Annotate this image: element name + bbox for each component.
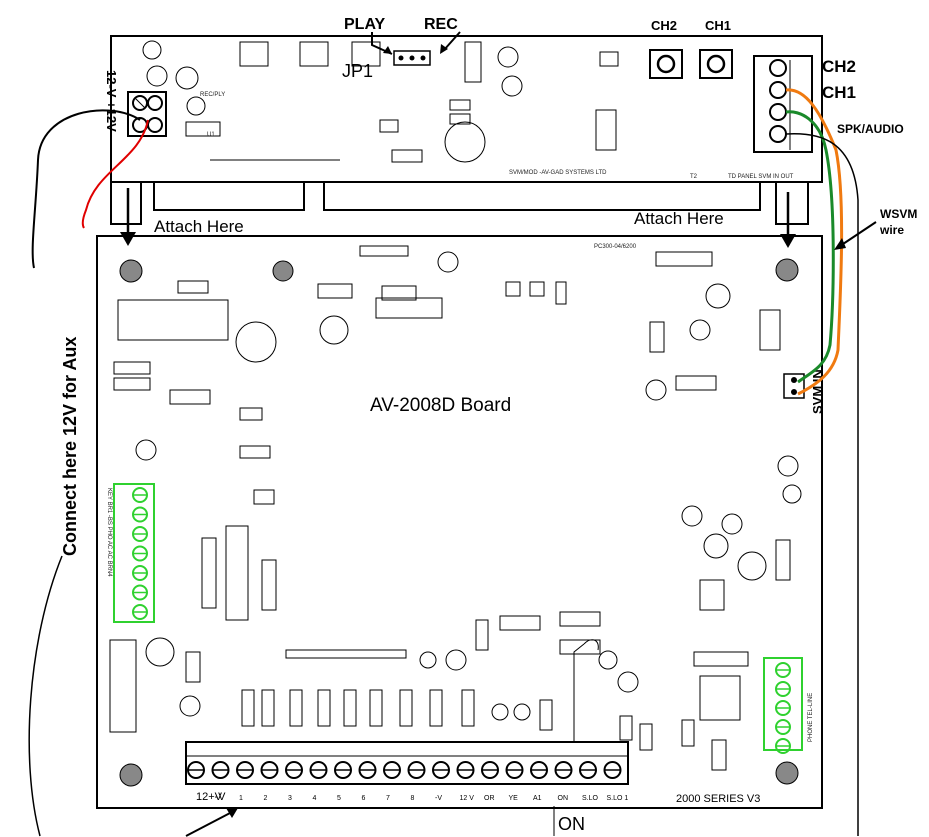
td-panel-text: TD PANEL SVM IN OUT [728, 174, 794, 180]
series-label: 2000 SERIES V3 [676, 793, 760, 805]
terminal-label: A1 [533, 795, 542, 802]
attach-right-label: Attach Here [634, 209, 724, 228]
power-label: 12-V +12V [104, 70, 119, 132]
ch1-top-label: CH1 [705, 18, 731, 33]
left-terminal-labels: KEY BR1 -BS PHO AC AC BRN4 [106, 488, 112, 577]
terminal-label: -V [215, 791, 227, 803]
terminal-label: ON [558, 795, 569, 802]
bottom-terminal-strip [132, 487, 791, 785]
aux-note: Connect here 12V for Aux [60, 337, 80, 556]
spk-audio-label: SPK/AUDIO [837, 122, 904, 136]
svm-module-board: 12-V +12V REC/PLY U1 T2 SVM/MOD -AV-GAD … [104, 16, 904, 225]
terminal-label: 5 [337, 795, 341, 802]
wsvm-wire-label-2: wire [879, 223, 904, 237]
rec-label: REC [424, 16, 458, 33]
ch2-top-label: CH2 [651, 18, 677, 33]
ch1-side-label: CH1 [822, 83, 856, 102]
main-board: AV-2008D Board PC300-04/6200 2000 SERIES… [96, 235, 825, 809]
black-spk-wire [785, 132, 859, 836]
ch2-side-label: CH2 [822, 57, 856, 76]
u1-label: U1 [207, 132, 215, 138]
rec-play-label: REC/PLY [200, 92, 225, 98]
phone-tel-label: PHONE TEL-LINE [808, 693, 814, 742]
terminal-label: 4 [313, 795, 317, 802]
terminal-label: 1 [239, 795, 243, 802]
on-label: ON [558, 814, 585, 834]
terminal-label: S.LO [582, 795, 599, 802]
t2-label: T2 [690, 174, 698, 180]
board-name: AV-2008D Board [370, 395, 511, 416]
terminal-label: OR [484, 795, 495, 802]
terminal-label: 7 [386, 795, 390, 802]
wsvm-wire-label-1: WSVM [880, 207, 917, 221]
svm-footer-text: SVM/MOD -AV-GAD SYSTEMS LTD [509, 170, 607, 176]
terminal-label: 2 [264, 795, 268, 802]
play-label: PLAY [344, 16, 386, 33]
red-wire [81, 119, 149, 229]
attach-left-label: Attach Here [154, 217, 244, 236]
tel-line-terminal [763, 657, 803, 751]
terminal-label: 3 [288, 795, 292, 802]
terminal-label: 12 V [460, 795, 475, 802]
terminal-label: YE [509, 795, 519, 802]
pc-code: PC300-04/6200 [594, 244, 637, 250]
power-terminal [127, 91, 167, 137]
terminal-label: 12+V [196, 791, 223, 803]
ch1-button [699, 49, 733, 79]
terminal-label: 6 [362, 795, 366, 802]
left-long-wire [28, 555, 63, 837]
terminal-label: -V [435, 795, 442, 802]
black-aux-wire [31, 109, 141, 269]
green-wsvm-wire [785, 110, 835, 384]
jp1-label: JP1 [342, 61, 373, 81]
audio-terminal [753, 55, 813, 153]
terminal-label: 8 [411, 795, 415, 802]
terminal-label: S.LO 1 [607, 795, 629, 802]
ch2-button [649, 49, 683, 79]
